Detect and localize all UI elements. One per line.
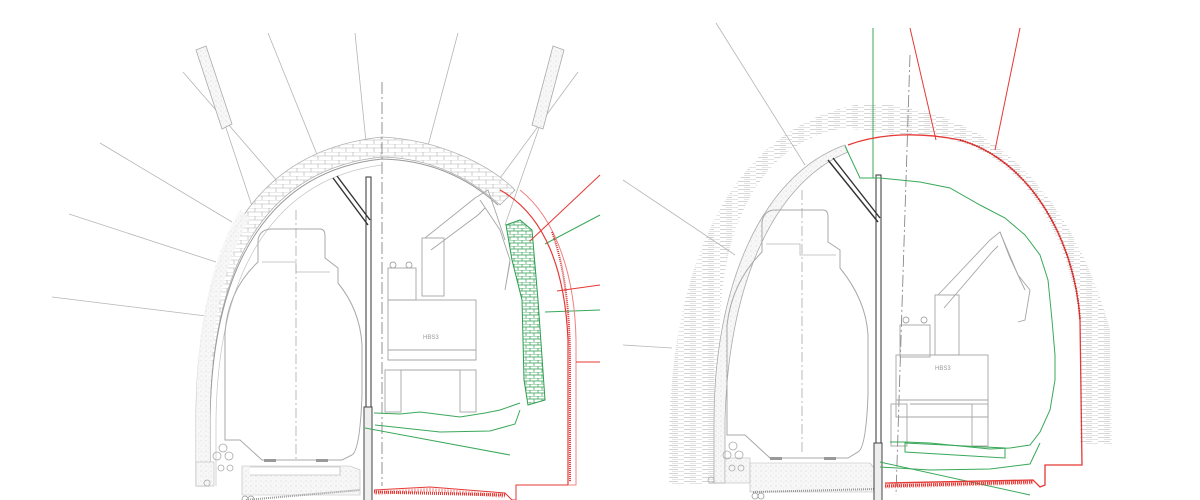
rock-bolt-right <box>531 45 565 130</box>
cable-ducts-left <box>203 443 234 487</box>
svg-text:HBS3: HBS3 <box>935 366 951 372</box>
wall-strut <box>332 175 371 226</box>
train-clearance-gauge <box>224 228 363 461</box>
new-lining-profile-right <box>847 27 1083 489</box>
cable-ducts-right <box>707 441 745 484</box>
cable-ducts-bottom <box>241 495 255 500</box>
drainage-block <box>195 461 215 487</box>
partition-wall <box>365 176 372 408</box>
excavator-right: HBS3 <box>890 231 1031 447</box>
svg-text:HBS3: HBS3 <box>423 335 439 341</box>
wall-strut-right <box>827 157 881 223</box>
left-section: HBS3 <box>51 32 601 500</box>
partition-wall-foundation-right <box>873 442 883 500</box>
green-masonry-block <box>505 219 546 406</box>
masonry-arch <box>195 136 516 487</box>
rail-supports <box>264 459 328 462</box>
leader-lines <box>51 32 579 317</box>
partition-wall-foundation <box>363 406 373 500</box>
leader-lines-right <box>622 22 806 349</box>
train-clearance-gauge-right <box>726 209 869 459</box>
track-ballast-right <box>749 462 877 493</box>
ground-hatching <box>668 95 1080 445</box>
right-section: HBS3 <box>622 22 1112 500</box>
new-lining-profile-left <box>373 174 601 500</box>
excavator-left: HBS3 <box>384 189 511 413</box>
demolition-profile-left <box>364 214 601 456</box>
excavation-profile-right <box>844 28 1056 496</box>
rock-bolt-left <box>195 45 233 130</box>
tunnel-centerline-right <box>895 54 911 496</box>
